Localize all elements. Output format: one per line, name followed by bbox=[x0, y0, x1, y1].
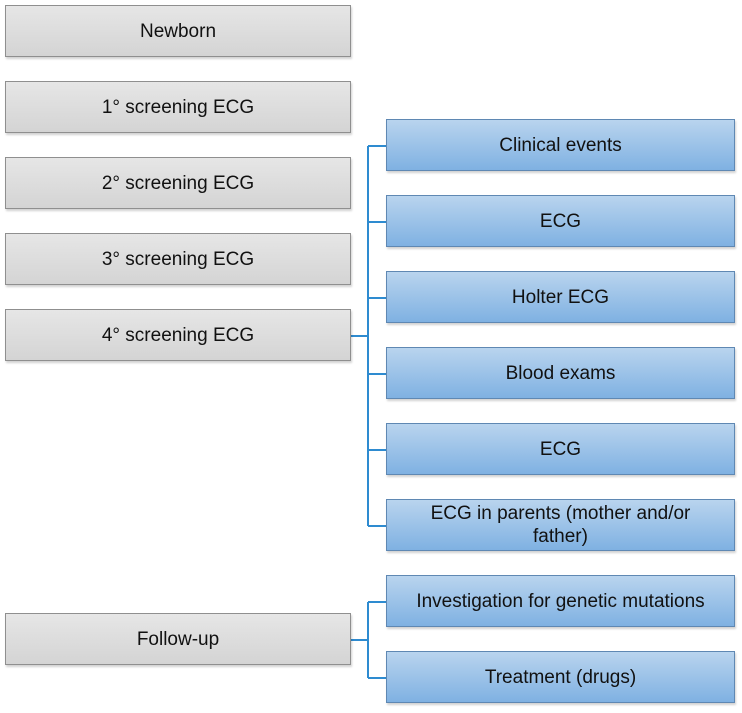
stage-box-newborn: Newborn bbox=[5, 5, 351, 57]
item-label: ECG bbox=[539, 438, 582, 460]
stage-label: 4° screening ECG bbox=[101, 324, 255, 346]
stage-box-screening-2: 2° screening ECG bbox=[5, 157, 351, 209]
item-box-holter-ecg: Holter ECG bbox=[386, 271, 735, 323]
stage-box-follow-up: Follow-up bbox=[5, 613, 351, 665]
item-box-ecg: ECG bbox=[386, 195, 735, 247]
item-box-genetic-mutations: Investigation for genetic mutations bbox=[386, 575, 735, 627]
item-box-ecg-parents: ECG in parents (mother and/or father) bbox=[386, 499, 735, 551]
stage-label: Follow-up bbox=[136, 628, 220, 650]
stage-label: 1° screening ECG bbox=[101, 96, 255, 118]
item-label: Clinical events bbox=[499, 134, 622, 156]
stage-label: 2° screening ECG bbox=[101, 172, 255, 194]
item-label: Holter ECG bbox=[511, 286, 610, 308]
item-label: Investigation for genetic mutations bbox=[416, 590, 705, 612]
item-box-clinical-events: Clinical events bbox=[386, 119, 735, 171]
item-box-blood-exams: Blood exams bbox=[386, 347, 735, 399]
stage-box-screening-3: 3° screening ECG bbox=[5, 233, 351, 285]
stage-label: Newborn bbox=[139, 20, 217, 42]
item-box-ecg-second: ECG bbox=[386, 423, 735, 475]
item-label: ECG bbox=[539, 210, 582, 232]
item-label: Blood exams bbox=[505, 362, 616, 384]
stage-box-screening-1: 1° screening ECG bbox=[5, 81, 351, 133]
item-box-treatment-drugs: Treatment (drugs) bbox=[386, 651, 735, 703]
item-label: Treatment (drugs) bbox=[484, 666, 637, 688]
stage-label: 3° screening ECG bbox=[101, 248, 255, 270]
stage-box-screening-4: 4° screening ECG bbox=[5, 309, 351, 361]
item-label: ECG in parents (mother and/or father) bbox=[430, 503, 691, 547]
